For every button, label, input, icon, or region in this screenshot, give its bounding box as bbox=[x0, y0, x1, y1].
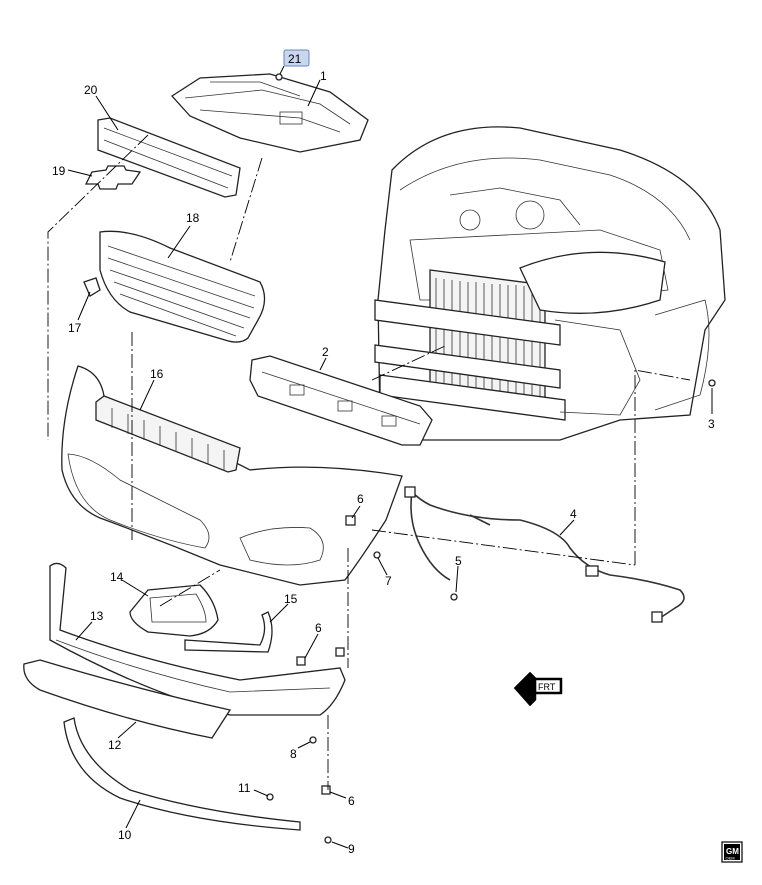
vehicle-front-structure bbox=[374, 126, 726, 441]
gm-logo-subtext: OEM bbox=[726, 856, 735, 861]
callout-4: 4 bbox=[570, 507, 577, 521]
part-17-clip bbox=[83, 277, 101, 297]
front-direction-indicator: FRT bbox=[513, 671, 563, 707]
callout-5: 5 bbox=[455, 554, 462, 568]
callout-labels: 21 1 20 19 18 17 2 16 3 6 4 7 5 14 15 13… bbox=[52, 49, 715, 856]
callout-2: 2 bbox=[322, 345, 329, 359]
callout-6-middle: 6 bbox=[315, 621, 322, 635]
callout-13: 13 bbox=[90, 609, 104, 623]
callout-11: 11 bbox=[238, 781, 251, 795]
gm-logo: GM OEM bbox=[721, 841, 743, 863]
alignment-lines bbox=[47, 134, 691, 790]
callout-17: 17 bbox=[68, 321, 82, 335]
callout-15: 15 bbox=[284, 592, 298, 606]
callout-16: 16 bbox=[150, 367, 164, 381]
part-14-fog-lamp-bezel bbox=[129, 584, 219, 637]
leader-lines bbox=[67, 65, 713, 849]
callout-20: 20 bbox=[84, 83, 98, 97]
callout-6-lower: 6 bbox=[348, 794, 355, 808]
gm-logo-text: GM bbox=[726, 847, 739, 856]
part-15-lamp-trim bbox=[184, 611, 273, 653]
fasteners bbox=[266, 73, 716, 844]
part-12-lower-spoiler bbox=[23, 659, 232, 739]
part-10-deflector-strip bbox=[63, 717, 301, 831]
callout-21-highlight bbox=[283, 49, 310, 67]
callout-3: 3 bbox=[708, 417, 715, 431]
callout-7: 7 bbox=[385, 574, 392, 588]
callout-9: 9 bbox=[348, 842, 355, 856]
callout-6-upper: 6 bbox=[357, 492, 364, 506]
part-4-wiring-harness bbox=[404, 486, 685, 623]
part-18-lower-grille bbox=[99, 230, 266, 343]
callout-8: 8 bbox=[290, 747, 297, 761]
callout-18: 18 bbox=[186, 211, 200, 225]
callout-14: 14 bbox=[110, 570, 124, 584]
callout-1: 1 bbox=[320, 69, 327, 83]
part-1-upper-baffle bbox=[171, 73, 369, 153]
callout-12: 12 bbox=[108, 738, 122, 752]
callout-10: 10 bbox=[118, 828, 132, 842]
front-direction-label: FRT bbox=[538, 682, 556, 692]
part-20-upper-grille-bar bbox=[97, 117, 241, 198]
part-13-lower-fascia bbox=[49, 562, 346, 716]
part-2-energy-absorber bbox=[249, 355, 433, 446]
callout-21: 21 bbox=[288, 52, 302, 66]
callout-19: 19 bbox=[52, 164, 66, 178]
